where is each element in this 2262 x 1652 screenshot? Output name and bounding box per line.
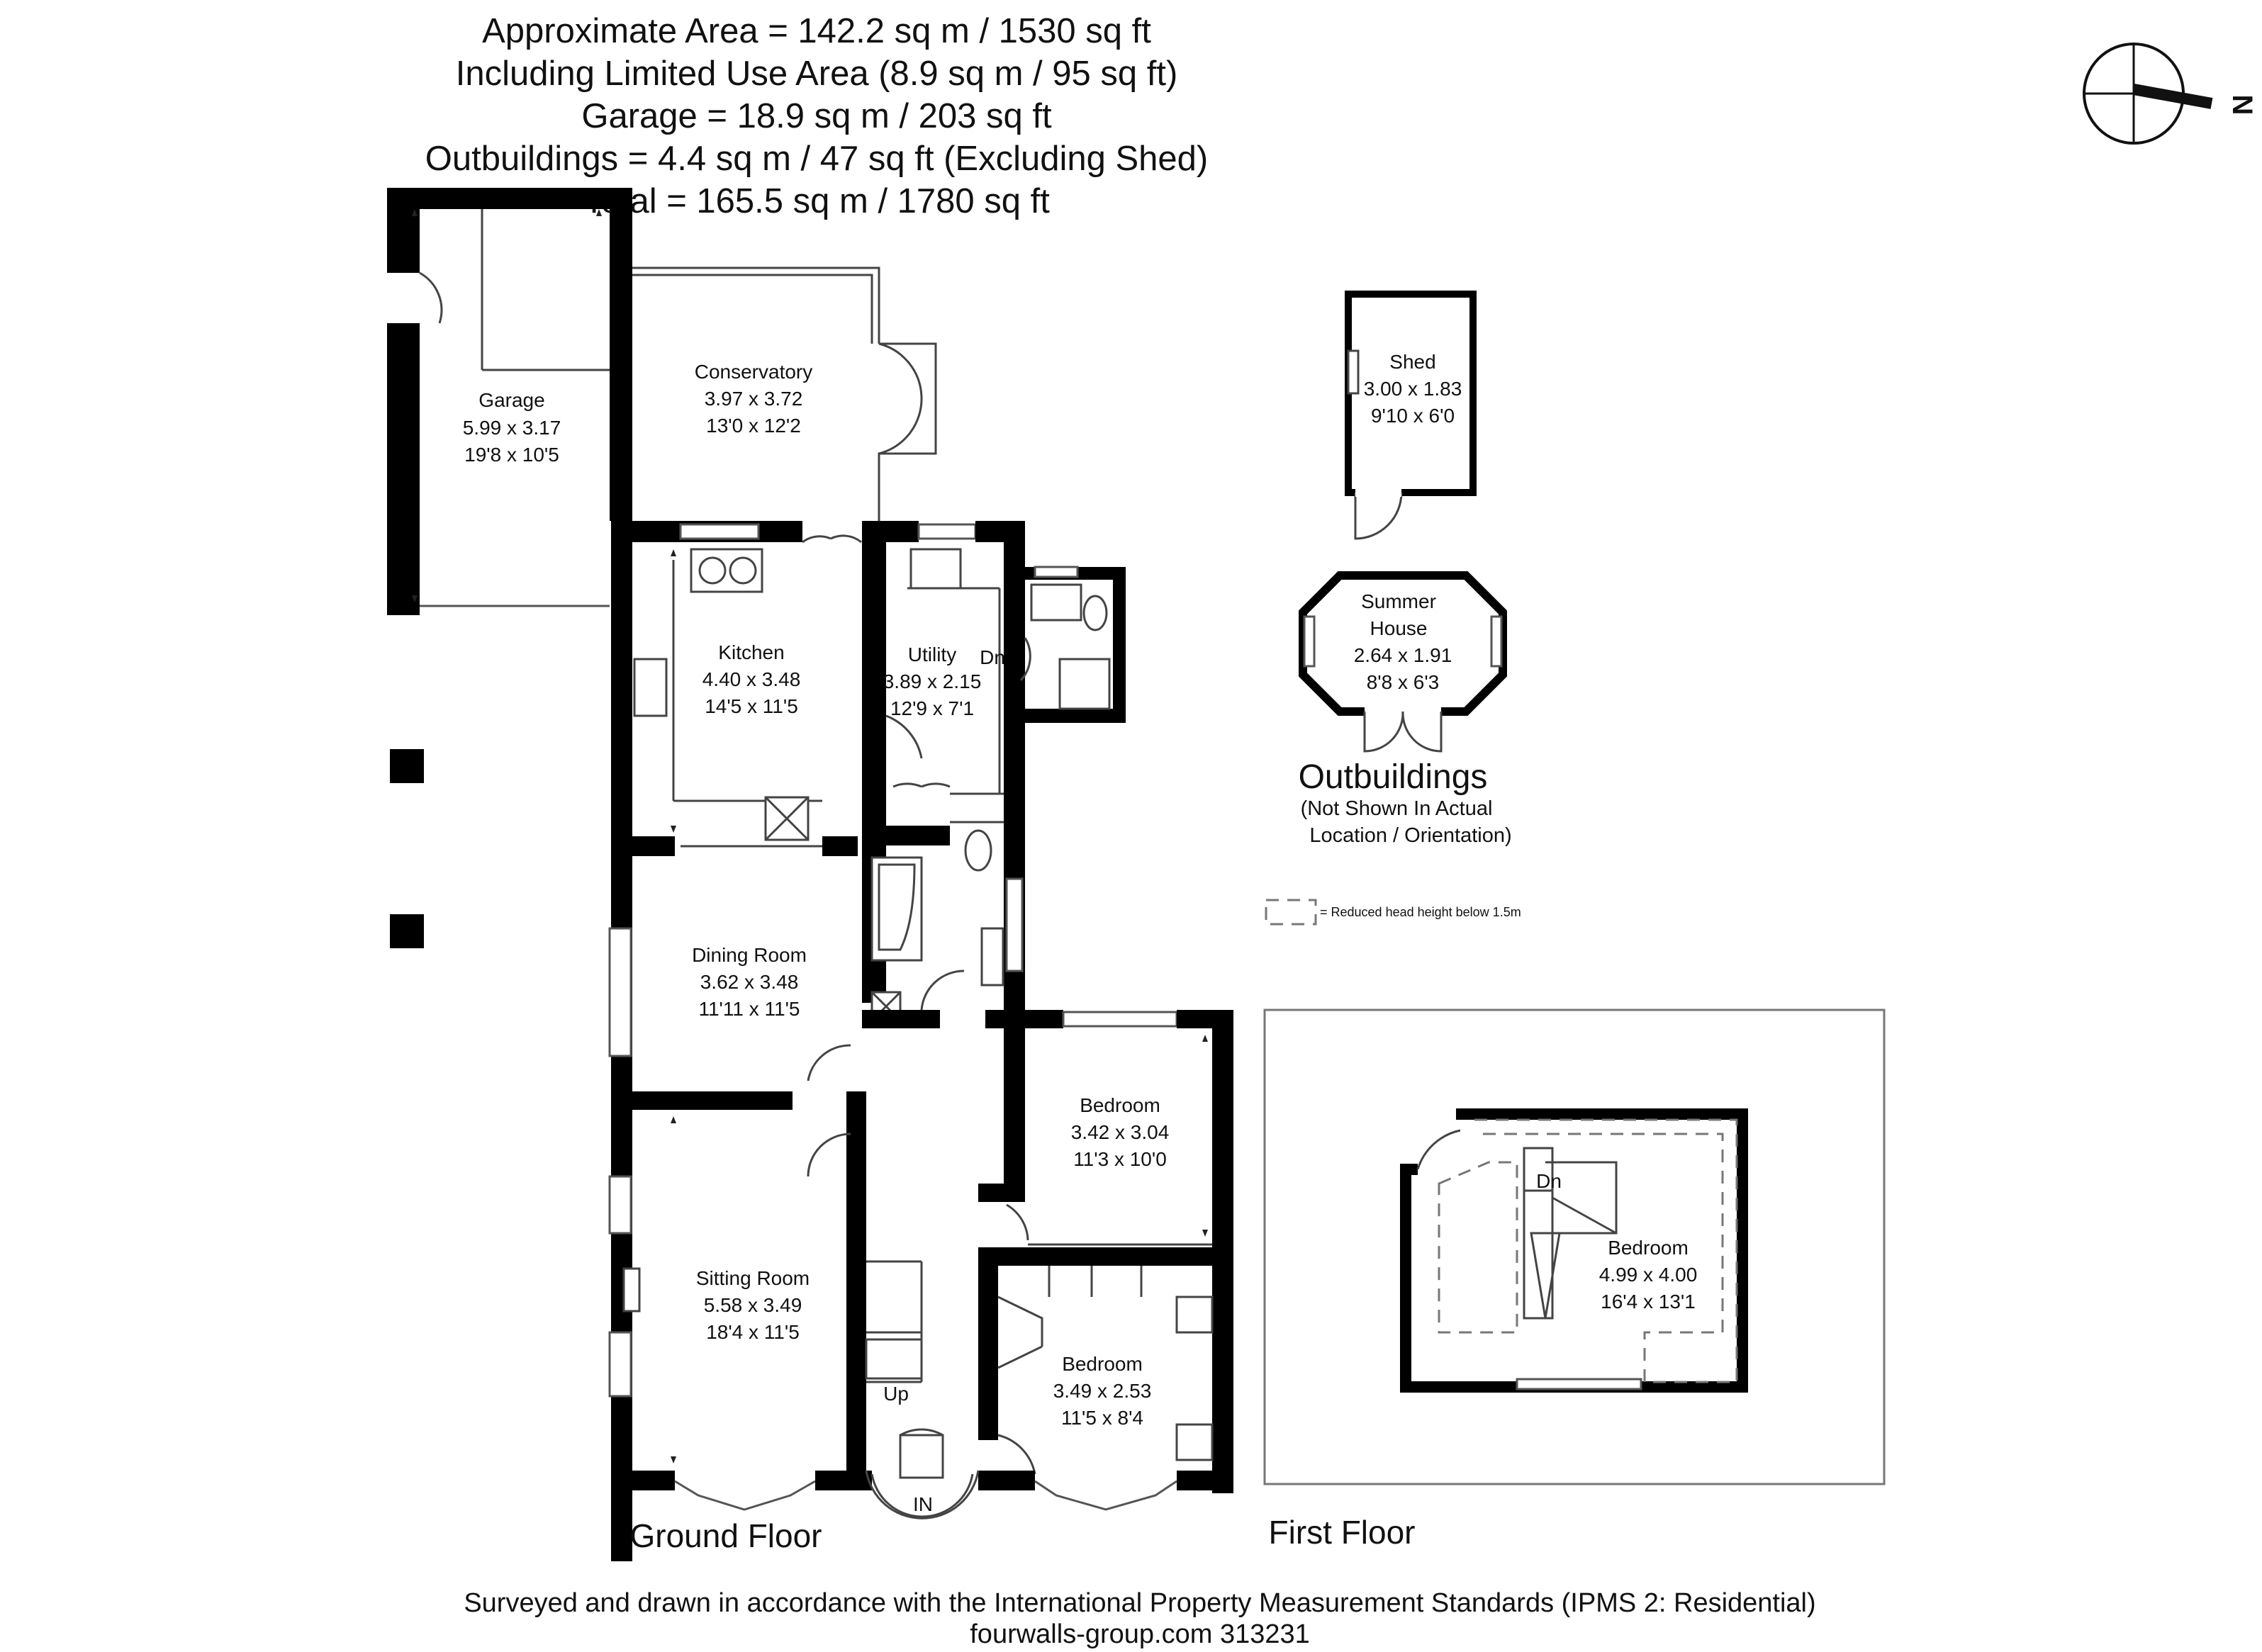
garage-imperial: 19'8 x 10'5 [464, 444, 559, 466]
wall-spine-upper [610, 188, 632, 521]
dining-room-imperial: 11'11 x 11'5 [698, 998, 800, 1020]
bedroom-1-metric: 3.42 x 3.04 [1071, 1121, 1170, 1143]
outbuildings-note-1: (Not Shown In Actual [1301, 797, 1493, 820]
footer-standards-text: Surveyed and drawn in accordance with th… [464, 1588, 1815, 1618]
area-line-3: Garage = 18.9 sq m / 203 sq ft [581, 97, 1052, 135]
sitting-room-imperial: 18'4 x 11'5 [706, 1321, 800, 1343]
conservatory-imperial: 13'0 x 12'2 [706, 415, 801, 437]
first-floor-bedroom-imperial: 16'4 x 13'1 [1601, 1291, 1696, 1313]
compass-icon: N [2083, 43, 2258, 145]
conservatory-outline [632, 266, 937, 528]
dining-room-metric: 3.62 x 3.48 [700, 971, 799, 993]
first-floor-frame [1263, 1008, 1886, 1485]
entrance-label: IN [913, 1493, 933, 1515]
compass-north-label: N [2227, 95, 2258, 116]
outbuildings-note-2: Location / Orientation) [1309, 824, 1511, 847]
area-line-2: Including Limited Use Area (8.9 sq m / 9… [456, 55, 1178, 93]
utility-metric: 3.89 x 2.15 [883, 670, 982, 692]
shed-imperial: 9'10 x 6'0 [1371, 405, 1455, 427]
utility-stairs-down-label: Dn [980, 646, 1005, 668]
ground-floor-title: Ground Floor [629, 1517, 822, 1554]
garage-outline [387, 188, 632, 615]
sitting-window-2 [608, 1331, 632, 1398]
marker-square-1 [390, 749, 424, 783]
entrance-bay [865, 1428, 980, 1519]
legend: = Reduced head height below 1.5m [1265, 899, 1521, 926]
summer-house-name-1: Summer [1361, 590, 1436, 612]
outbuildings-caption: Outbuildings (Not Shown In Actual Locati… [1299, 758, 1512, 847]
outbuildings-title: Outbuildings [1299, 758, 1488, 796]
garage-metric: 5.99 x 3.17 [463, 417, 561, 439]
dining-window [608, 927, 632, 1057]
utility-core [862, 521, 1025, 1028]
sitting-room-metric: 5.58 x 3.49 [704, 1294, 802, 1316]
utility-imperial: 12'9 x 7'1 [890, 697, 974, 719]
dimension-ticks [412, 209, 1208, 1463]
summer-house-outline [1299, 571, 1507, 753]
footer: Surveyed and drawn in accordance with th… [464, 1588, 1815, 1649]
ensuite-outline [1019, 566, 1126, 723]
first-floor-title: First Floor [1269, 1514, 1416, 1551]
first-floor-bedroom-metric: 4.99 x 4.00 [1599, 1264, 1698, 1286]
bedroom-1-imperial: 11'3 x 10'0 [1073, 1148, 1167, 1170]
summer-house-metric: 2.64 x 1.91 [1354, 644, 1452, 666]
utility-name: Utility [908, 644, 956, 665]
bedroom-2-imperial: 11'5 x 8'4 [1061, 1407, 1143, 1429]
footer-reference: fourwalls-group.com 313231 [970, 1619, 1310, 1649]
area-line-5: Total = 165.5 sq m / 1780 sq ft [583, 182, 1050, 220]
room-labels: Garage 5.99 x 3.17 19'8 x 10'5 Conservat… [463, 351, 1698, 1515]
area-line-1: Approximate Area = 142.2 sq m / 1530 sq … [482, 12, 1151, 50]
shed-name: Shed [1389, 351, 1435, 373]
dining-sitting-outline [611, 1044, 923, 1511]
first-floor-bedroom-name: Bedroom [1608, 1237, 1689, 1259]
legend-text: = Reduced head height below 1.5m [1320, 905, 1521, 919]
bedroom-2-metric: 3.49 x 2.53 [1053, 1380, 1152, 1402]
kitchen-name: Kitchen [718, 641, 784, 663]
conservatory-metric: 3.97 x 3.72 [705, 388, 803, 410]
dining-room-name: Dining Room [692, 944, 807, 966]
sitting-room-name: Sitting Room [696, 1267, 810, 1289]
kitchen-imperial: 14'5 x 11'5 [705, 695, 798, 717]
shed-metric: 3.00 x 1.83 [1364, 378, 1462, 400]
area-summary: Approximate Area = 142.2 sq m / 1530 sq … [425, 12, 1208, 220]
stairs-up-label: Up [883, 1383, 909, 1405]
summer-house-name-2: House [1370, 617, 1428, 639]
garage-name: Garage [478, 389, 544, 411]
kitchen-metric: 4.40 x 3.48 [702, 668, 801, 690]
bedroom-1-name: Bedroom [1080, 1094, 1160, 1116]
bedroom-2-outline [978, 1247, 1233, 1511]
area-line-4: Outbuildings = 4.4 sq m / 47 sq ft (Excl… [425, 140, 1208, 178]
first-floor-stairs-down-label: Dn [1536, 1170, 1562, 1192]
marker-square-2 [390, 914, 424, 948]
shed-outline [1345, 291, 1477, 540]
summer-house-imperial: 8'8 x 6'3 [1367, 671, 1440, 693]
bedroom-2-name: Bedroom [1062, 1353, 1143, 1375]
sitting-window-1 [608, 1175, 632, 1235]
conservatory-name: Conservatory [695, 361, 813, 383]
